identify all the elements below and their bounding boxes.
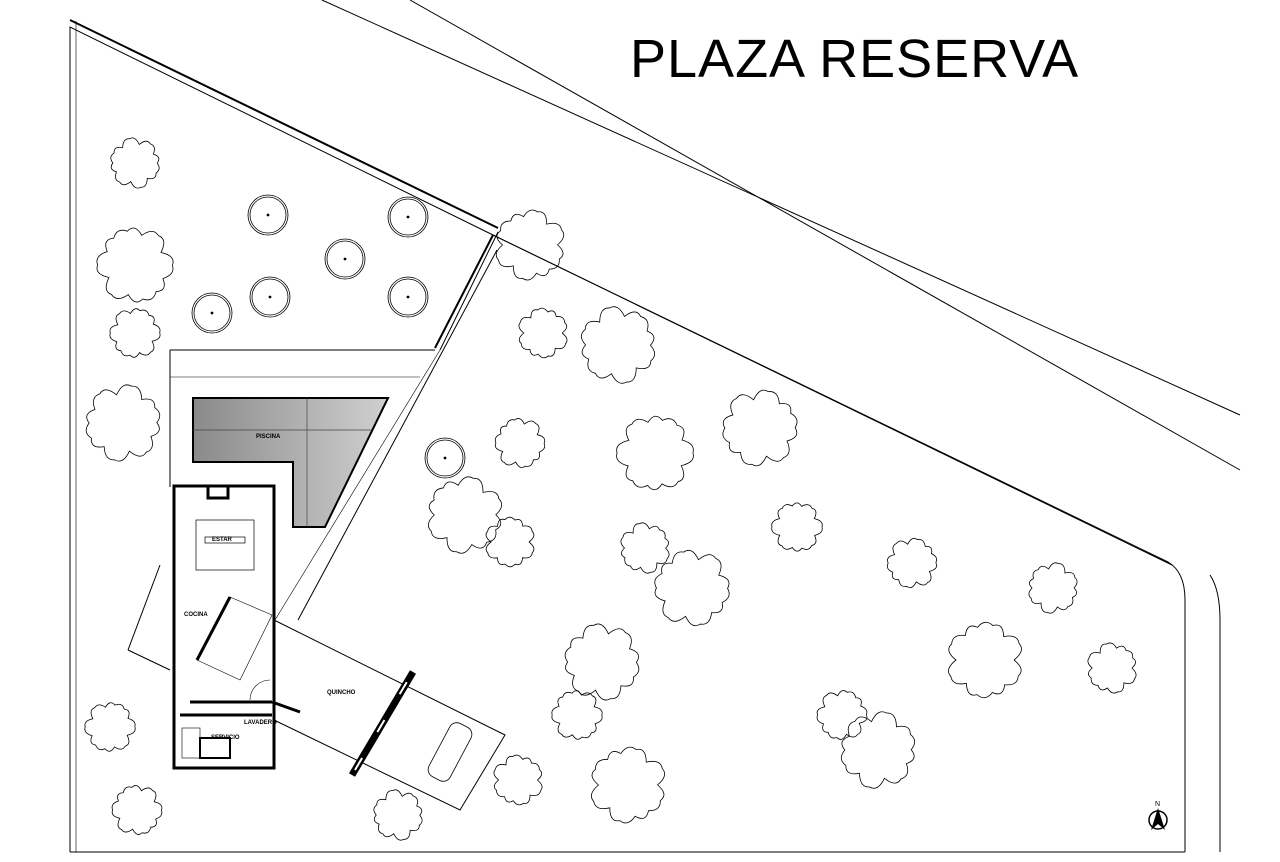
round-tree-icon [387,276,429,318]
tree-icon [771,502,823,552]
tree-icon [109,308,161,358]
tree-center-dot [210,311,214,315]
tree-icon [840,711,916,789]
tree-center-dot [406,295,410,299]
house: ESTAR COCINA QUINCHO LAVADERO SERVICIO [172,484,506,811]
round-tree-icon [249,276,291,318]
tree-center-dot [443,456,447,460]
round-tree-icon [249,196,287,234]
round-tree-icon [247,194,289,236]
tree-center-dot [268,295,272,299]
label-lavadero: LAVADERO [244,720,277,726]
label-estar: ESTAR [212,537,233,543]
round-tree-icon [424,437,466,479]
tree-icon [84,702,136,752]
tree-icon [1087,642,1137,694]
tree-icon [485,516,535,568]
label-cocina: COCINA [184,612,208,618]
pool: PISCINA [192,397,390,528]
tree-icon [816,690,868,740]
tree-icon [96,227,174,303]
tree-icon [886,537,938,589]
trees [84,137,1137,841]
lot-boundaries [69,0,1241,853]
tree-icon [518,307,568,359]
round-tree-icon [193,294,231,332]
tree-icon [590,746,666,824]
tree-icon [110,137,160,189]
tree-icon [494,418,546,468]
label-servicio: SERVICIO [211,735,240,741]
tree-center-dot [266,213,270,217]
tree-center-dot [343,257,347,261]
tree-icon [948,621,1022,699]
tree-icon [495,209,565,281]
tree-icon [427,476,503,554]
tree-icon [1028,562,1078,614]
north-label: N [1155,801,1160,808]
tree-icon [654,549,730,627]
round-tree-icon [191,292,233,334]
round-tree-icon [426,439,464,477]
label-quincho: QUINCHO [327,690,356,696]
tree-icon [564,623,640,701]
tree-icon [551,690,603,740]
tree-icon [493,754,543,806]
north-arrow: N [1148,801,1168,830]
tree-center-dot [406,215,410,219]
round-tree-icon [387,196,429,238]
tree-icon [111,785,163,835]
tree-icon [373,789,423,841]
round-tree-icon [326,240,364,278]
tree-icon [722,389,798,467]
tree-icon [616,415,694,491]
tree-icon [620,522,670,574]
tree-icon [580,306,656,384]
label-piscina: PISCINA [256,434,281,440]
plan-title: PLAZA RESERVA [630,29,1080,89]
tree-icon [85,384,161,462]
round-tree-icon [251,278,289,316]
round-tree-icon [389,198,427,236]
round-tree-icon [389,278,427,316]
round-tree-icon [324,238,366,280]
